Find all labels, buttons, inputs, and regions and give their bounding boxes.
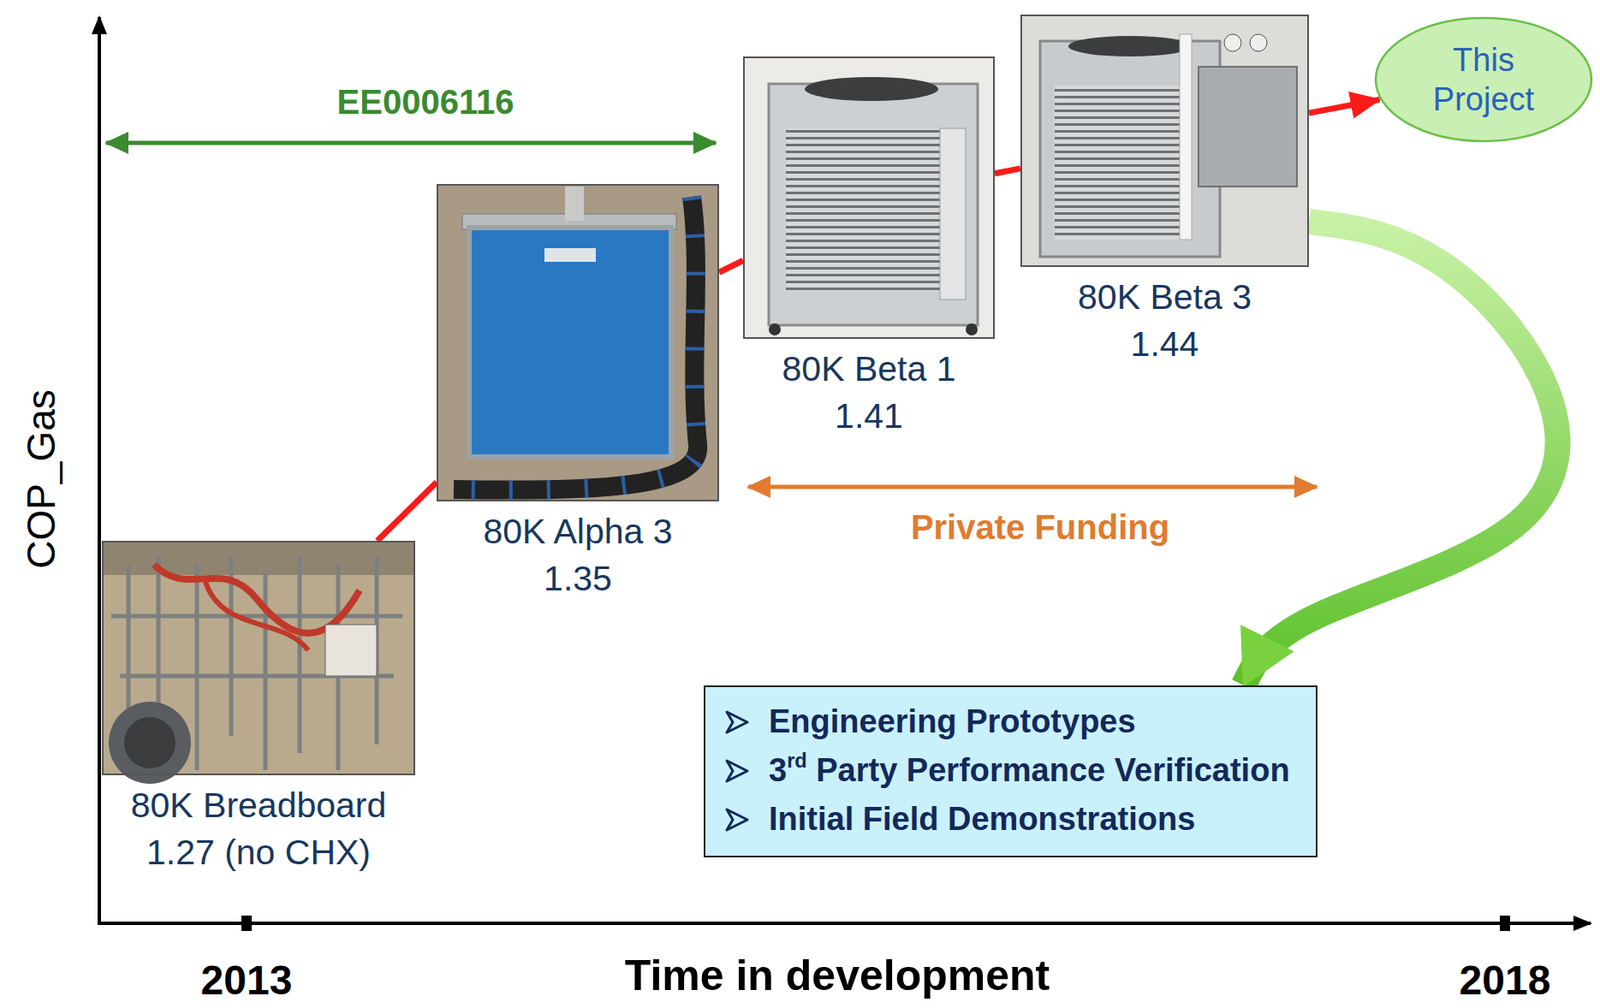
breadboard-photo-part	[101, 541, 416, 576]
axis-title: Time in development	[624, 951, 1050, 1001]
bullet-row: Engineering Prototypes	[724, 697, 1291, 747]
alpha-photo-part	[453, 196, 698, 491]
alpha-photo-part	[436, 184, 720, 502]
beta3-photo-part	[1224, 34, 1242, 52]
progress-line	[377, 482, 437, 542]
beta1-photo	[743, 56, 995, 340]
photo-caption: 80K Beta 31.44	[1077, 273, 1252, 369]
breadboard-photo-part	[111, 556, 403, 771]
bullet-arrow	[724, 807, 750, 833]
bullet-text: Engineering Prototypes	[768, 703, 1137, 741]
cop-value: 1.41	[782, 392, 957, 441]
beta1-photo-part	[785, 128, 940, 292]
progress-line	[1308, 99, 1380, 114]
progress-line	[994, 168, 1021, 174]
alpha-photo	[436, 184, 720, 502]
breadboard-photo-part	[124, 717, 176, 769]
bullet-arrow-shape	[726, 712, 748, 733]
beta3-photo-part	[1179, 34, 1192, 240]
unit-name: 80K Breadboard	[130, 782, 387, 830]
bullet-arrow-shape	[726, 809, 748, 831]
axis-tick	[1499, 915, 1511, 932]
unit-name: 80K Beta 1	[782, 345, 957, 393]
progress-line	[719, 260, 744, 273]
funding-label: Private Funding	[910, 508, 1170, 548]
beta3-photo-part	[1040, 41, 1220, 257]
beta3-photo-part	[1198, 66, 1297, 187]
photo-caption: 80K Breadboard1.27 (no CHX)	[130, 782, 387, 878]
bullet-row: Initial Field Demonstrations	[724, 795, 1291, 845]
beta1-photo-part	[743, 56, 995, 340]
beta1-photo-part	[965, 323, 978, 336]
alpha-photo-part	[453, 196, 698, 491]
beta3-photo-part	[1068, 35, 1192, 57]
funding-span-arrow	[748, 485, 1317, 490]
beta1-photo-part	[939, 128, 966, 300]
axes	[97, 17, 1591, 932]
unit-name: 80K Beta 3	[1077, 273, 1252, 322]
unit-name: 80K Alpha 3	[482, 508, 673, 556]
project-ellipse: This Project	[1373, 16, 1594, 143]
bullet-arrow	[724, 758, 750, 785]
y-axis	[97, 17, 102, 924]
tick-label: 2018	[1459, 957, 1552, 1005]
alpha-photo-part	[469, 227, 672, 458]
breadboard-photo-frame: 80K Breadboard1.27 (no CHX)	[101, 541, 416, 776]
beta1-photo-part	[804, 77, 939, 102]
breadboard-photo	[101, 541, 416, 785]
project-label: This Project	[1402, 40, 1565, 120]
breadboard-photo-part-part	[111, 614, 403, 619]
alpha-photo-part	[565, 186, 584, 221]
tick-label: 2013	[201, 957, 293, 1005]
ellipse-outline	[1373, 16, 1594, 143]
breadboard-photo-part-part	[195, 565, 200, 771]
beta1-photo-part	[768, 323, 781, 336]
cop-value: 1.35	[482, 555, 673, 603]
ellipse-content: This Project	[1373, 16, 1594, 143]
alpha-photo-part	[544, 248, 596, 262]
breadboard-photo-part	[101, 541, 416, 776]
bullet-row: 3rd Party Performance Verification	[724, 746, 1291, 796]
beta3-photo	[1020, 14, 1309, 268]
beta3-photo-part	[1054, 85, 1184, 240]
transition-arrow	[1243, 221, 1559, 686]
breadboard-photo-part	[205, 582, 309, 651]
x-axis	[97, 921, 1591, 926]
axis-tick	[241, 915, 252, 932]
bullet-text: 3rd Party Performance Verification	[768, 752, 1291, 790]
beta3-photo-part	[1249, 34, 1267, 52]
funding-span-arrow	[106, 141, 716, 146]
deliverables-box: Engineering Prototypes 3rd Party Performa…	[703, 685, 1318, 858]
breadboard-photo-part	[108, 701, 191, 785]
cop-value: 1.44	[1077, 321, 1252, 369]
photo-caption: 80K Alpha 31.35	[482, 508, 673, 604]
breadboard-photo-part-part	[297, 556, 303, 754]
bullet-text: Initial Field Demonstrations	[768, 801, 1196, 839]
beta1-photo-frame: 80K Beta 11.41	[743, 56, 995, 340]
alpha-photo-frame: 80K Alpha 31.35	[436, 184, 720, 502]
bullet-arrow	[724, 709, 750, 736]
photo-caption: 80K Beta 11.41	[782, 345, 957, 441]
funding-label: EE0006116	[337, 83, 515, 122]
ellipse-shape	[1375, 17, 1592, 142]
beta1-photo-part	[768, 83, 978, 326]
bullet-arrow-shape	[726, 761, 748, 782]
cop-value: 1.27 (no CHX)	[130, 829, 387, 877]
beta3-photo-frame: 80K Beta 31.44	[1020, 14, 1309, 268]
beta3-photo-part	[1020, 14, 1309, 268]
breadboard-photo-part	[325, 624, 377, 677]
breadboard-photo-part-part	[126, 565, 131, 728]
axis-title: COP_Gas	[17, 389, 65, 570]
